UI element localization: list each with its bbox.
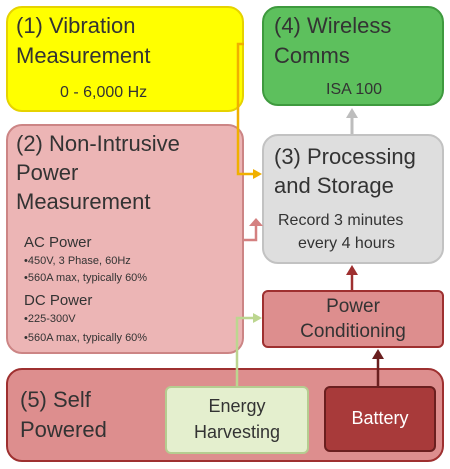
vibration-measurement-box: (1) Vibration Measurement 0 - 6,000 Hz	[6, 6, 244, 112]
arrowhead-power-to-processing	[249, 218, 263, 226]
arrowhead-processing-to-wireless	[346, 108, 358, 118]
processing-detail-line2: every 4 hours	[298, 235, 395, 252]
power-conditioning-line1: Power	[326, 296, 380, 317]
battery-box: Battery	[324, 386, 436, 452]
power-measurement-box: (2) Non-Intrusive Power Measurement AC P…	[6, 124, 244, 354]
wireless-comms-box: (4) Wireless Comms ISA 100	[262, 6, 444, 106]
processing-title-line2: and Storage	[274, 173, 394, 198]
arrowhead-battery-to-conditioning	[372, 349, 384, 359]
energy-harvesting-line2: Harvesting	[193, 422, 281, 442]
power-conditioning-box: Power Conditioning	[262, 290, 444, 348]
dc-power-line2: •560A max, typically 60%	[24, 332, 148, 344]
ac-power-line2: •560A max, typically 60%	[24, 272, 148, 284]
arrowhead-harvesting-to-conditioning	[253, 313, 262, 323]
power-conditioning-line2: Conditioning	[300, 321, 406, 342]
power-measurement-title-line1: (2) Non-Intrusive	[16, 131, 180, 156]
dc-power-heading: DC Power	[24, 292, 93, 309]
energy-harvesting-line1: Energy	[208, 396, 266, 416]
processing-storage-box: (3) Processing and Storage Record 3 minu…	[262, 134, 444, 264]
arrowhead-vibration-to-processing	[253, 169, 262, 179]
wireless-title-line2: Comms	[274, 43, 350, 68]
vibration-range: 0 - 6,000 Hz	[60, 84, 148, 101]
self-powered-line1: (5) Self	[20, 387, 91, 412]
arrow-power-to-processing	[244, 226, 258, 242]
energy-harvesting-box: Energy Harvesting	[165, 386, 309, 454]
battery-label: Battery	[351, 408, 409, 428]
dc-power-line1: •225-300V	[24, 313, 76, 325]
vibration-title-line1: (1) Vibration	[16, 13, 136, 38]
power-measurement-title-line3: Measurement	[16, 189, 151, 214]
processing-title-line1: (3) Processing	[274, 144, 416, 169]
ac-power-heading: AC Power	[24, 234, 92, 251]
processing-detail-line1: Record 3 minutes	[278, 212, 404, 229]
vibration-title-line2: Measurement	[16, 43, 151, 68]
power-measurement-title-line2: Power	[16, 160, 79, 185]
self-powered-line2: Powered	[20, 417, 107, 442]
ac-power-line1: •450V, 3 Phase, 60Hz	[24, 255, 131, 267]
wireless-standard: ISA 100	[326, 81, 383, 98]
wireless-title-line1: (4) Wireless	[274, 13, 392, 38]
arrowhead-conditioning-to-processing	[346, 265, 358, 275]
